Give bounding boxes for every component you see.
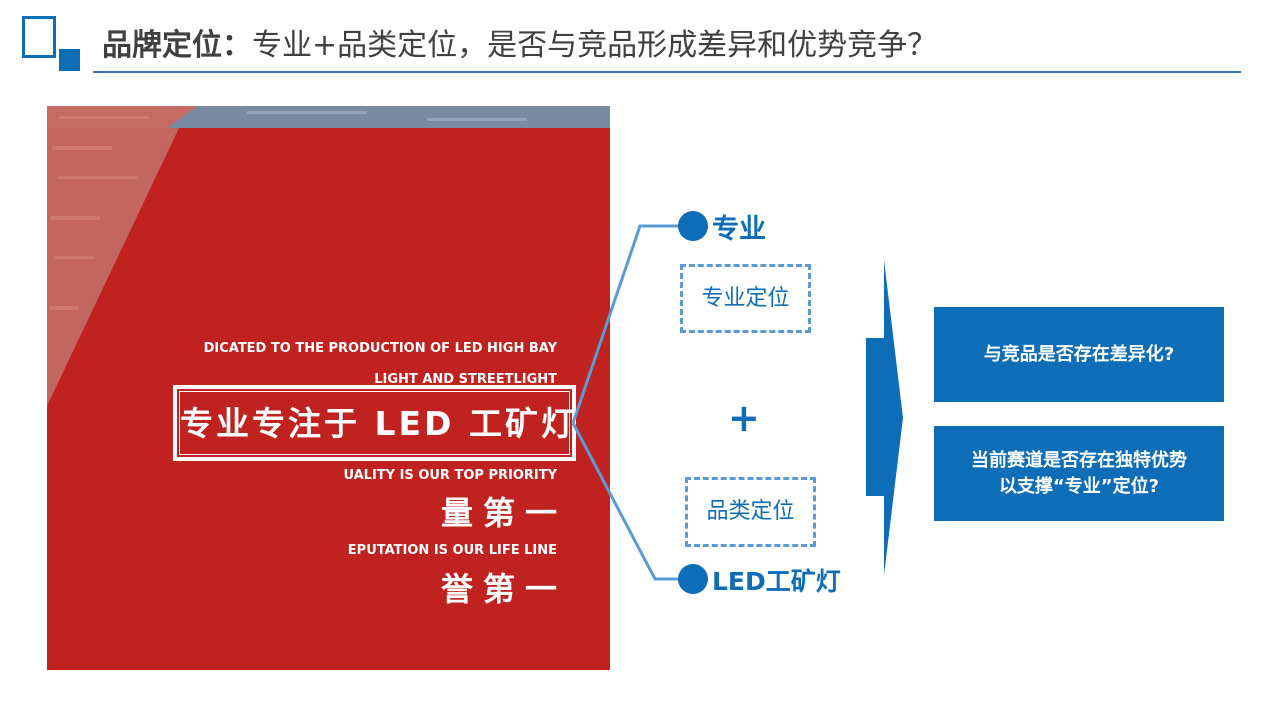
box-category-positioning: 品类定位 — [685, 477, 816, 547]
poster-background-photo — [47, 106, 610, 406]
label-professional: 专业 — [712, 214, 766, 245]
connector-line-top — [571, 224, 690, 424]
question-text-line1: 当前赛道是否存在独特优势 — [971, 449, 1187, 471]
slogan-box: 专业专注于 LED 工矿灯 — [173, 385, 576, 461]
title-underline — [93, 71, 1241, 73]
title-rest: 专业+品类定位，是否与竞品形成差异和优势竞争？ — [252, 28, 938, 63]
box-professional-positioning: 专业定位 — [680, 264, 811, 333]
poster-cn-line1: 量第一 — [440, 494, 567, 532]
title-bold: 品牌定位： — [102, 28, 252, 63]
poster-en-line2: LIGHT AND STREETLIGHT — [374, 372, 557, 387]
poster-cn-line2: 誉第一 — [440, 570, 567, 608]
question-box-advantage: 当前赛道是否存在独特优势以支撑“专业”定位? — [934, 426, 1224, 521]
question-box-differentiation: 与竞品是否存在差异化? — [934, 307, 1224, 402]
plus-sign: + — [728, 396, 760, 440]
brand-poster-image: DICATED TO THE PRODUCTION OF LED HIGH BA… — [47, 106, 610, 670]
poster-en-line1: DICATED TO THE PRODUCTION OF LED HIGH BA… — [203, 341, 557, 356]
bullet-dot-top — [678, 211, 708, 241]
label-led-highbay: LED工矿灯 — [712, 567, 841, 596]
question-text: 与竞品是否存在差异化? — [983, 343, 1175, 365]
title-square-outline-icon — [22, 16, 56, 58]
title-square-fill-icon — [59, 49, 80, 71]
slogan-text: 专业专注于 LED 工矿灯 — [179, 391, 574, 455]
question-text-line2: 以支撑“专业”定位? — [998, 475, 1160, 497]
page-title: 品牌定位：专业+品类定位，是否与竞品形成差异和优势竞争？ — [102, 24, 937, 68]
bullet-dot-bottom — [678, 564, 708, 594]
poster-en-line3: UALITY IS OUR TOP PRIORITY — [343, 468, 557, 483]
right-arrow-icon — [866, 260, 903, 575]
poster-en-line4: EPUTATION IS OUR LIFE LINE — [347, 543, 557, 558]
connector-line-bottom — [571, 422, 690, 581]
